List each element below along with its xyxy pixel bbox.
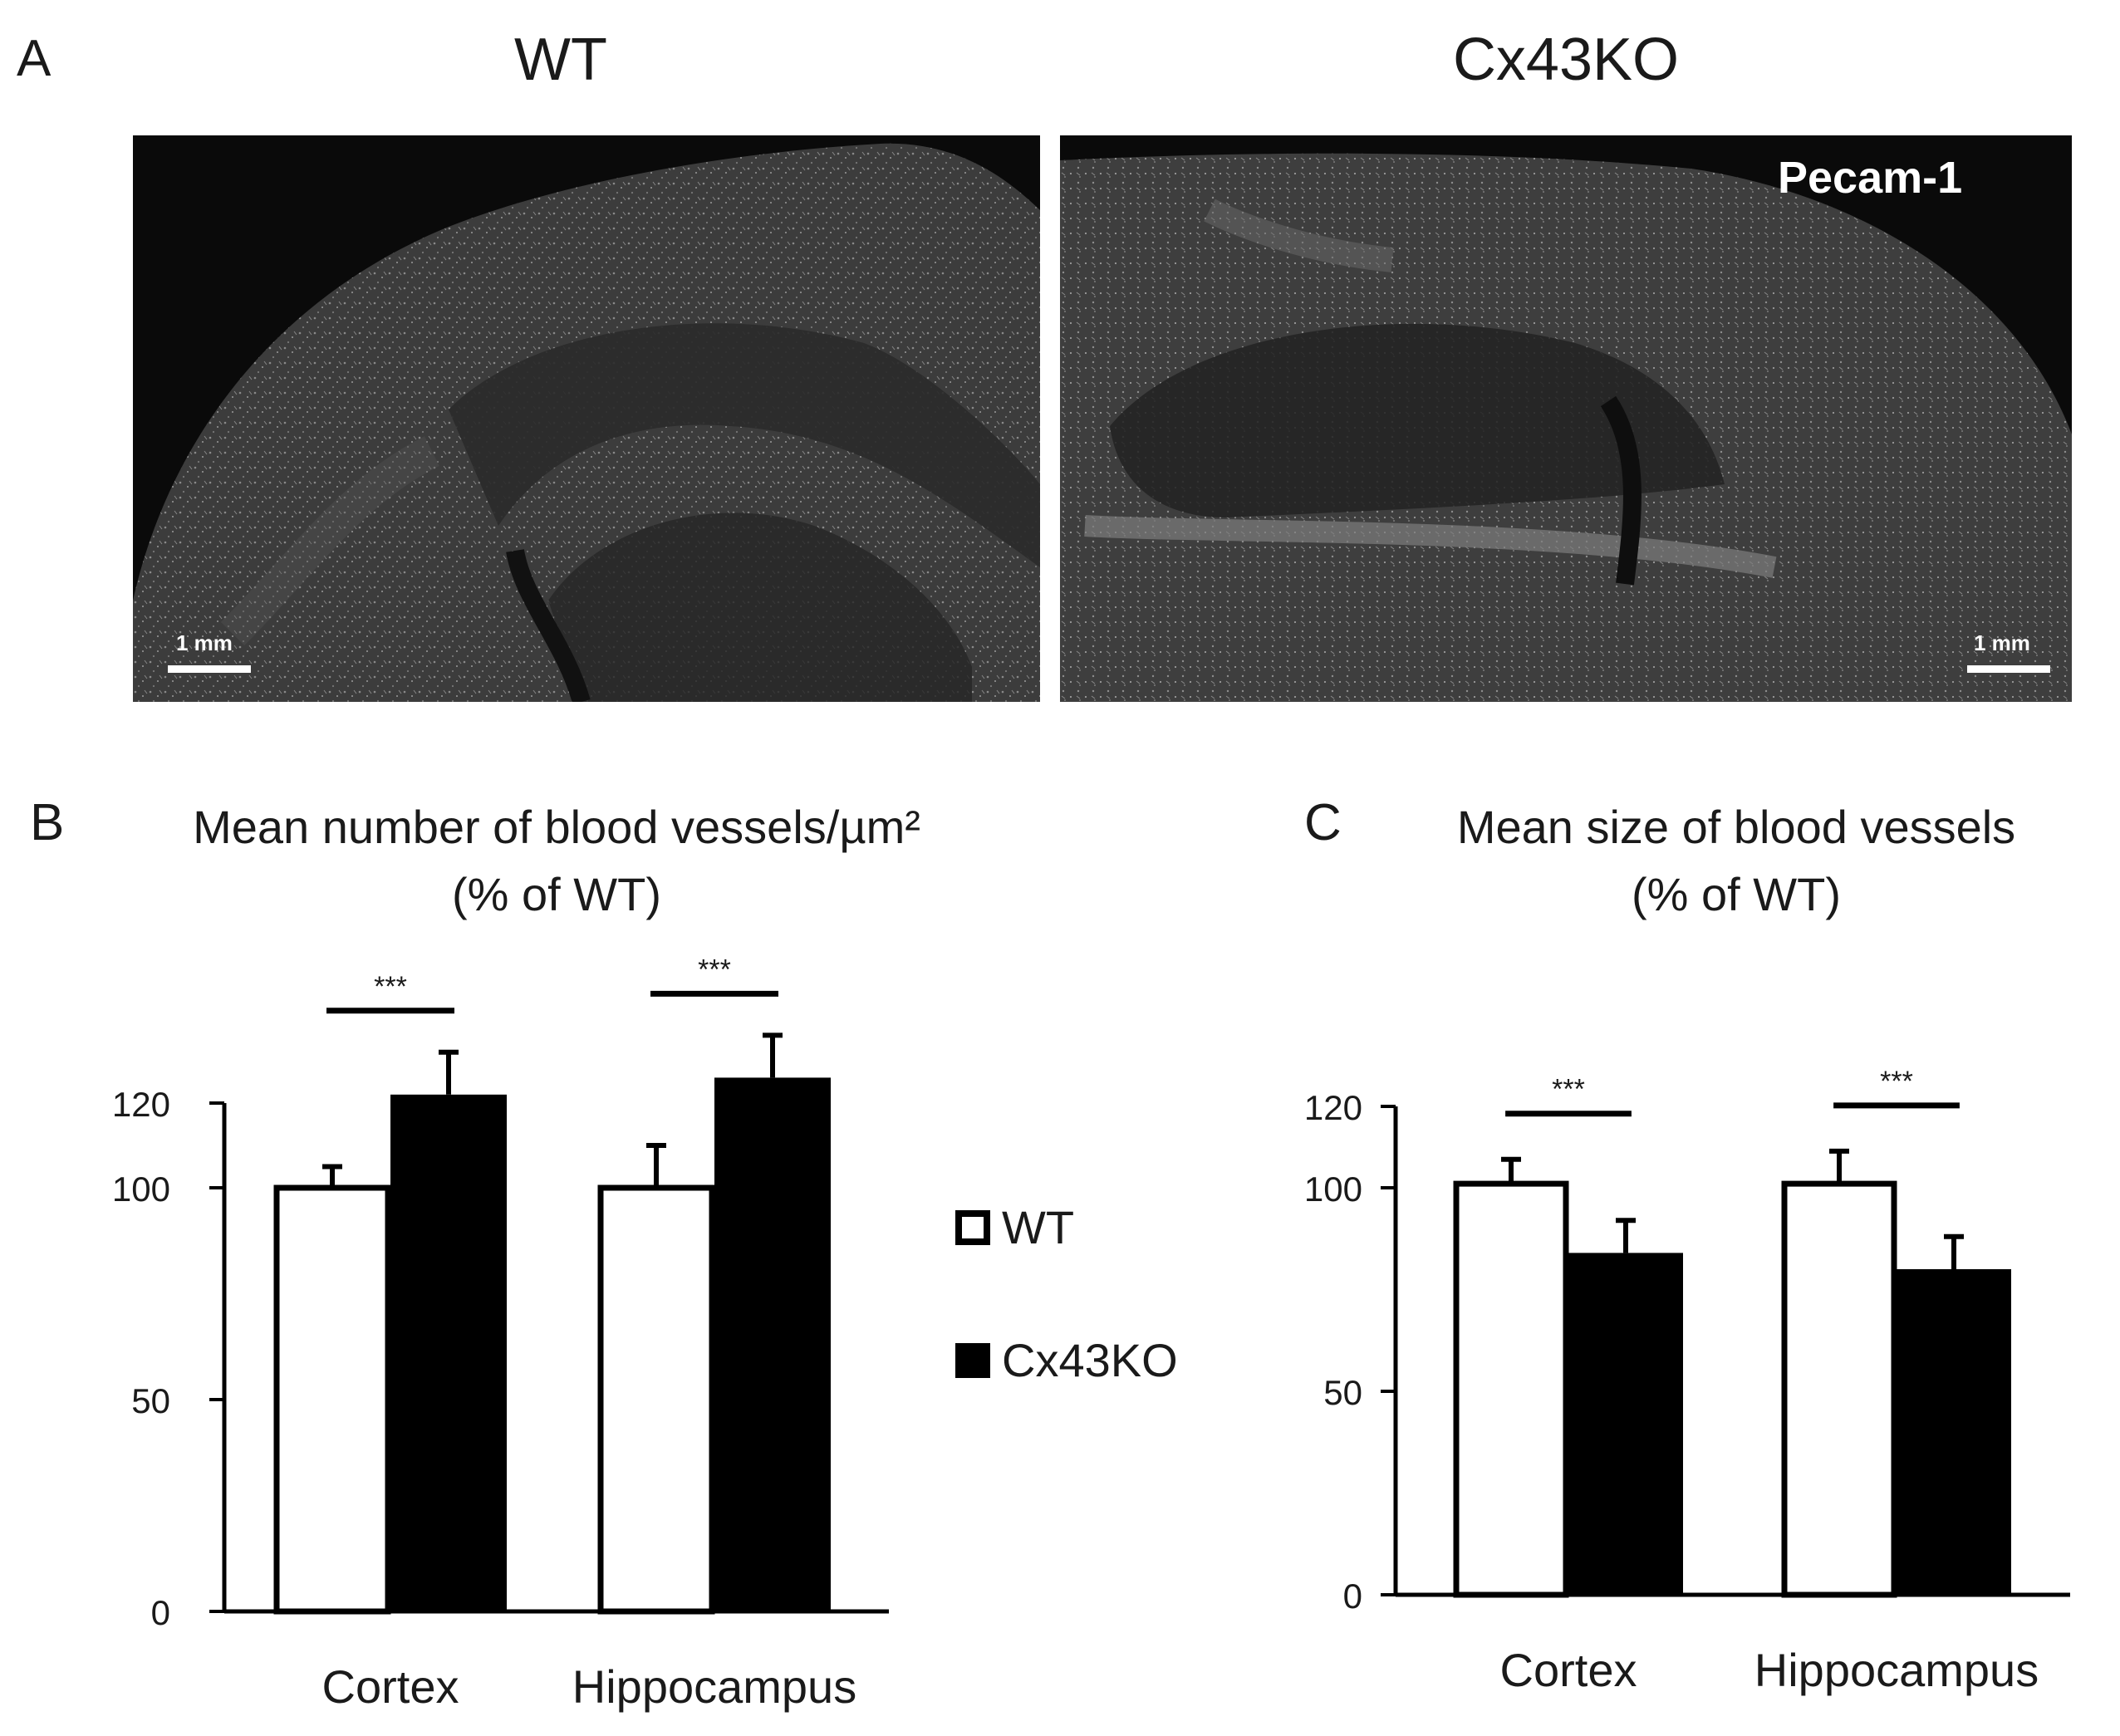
wt-scale-label: 1 mm bbox=[176, 630, 233, 655]
panel-b-letter: B bbox=[30, 794, 65, 851]
chart-c-bar-wt bbox=[1453, 1180, 1569, 1598]
chart-c-bar-cx43ko bbox=[1897, 1269, 2011, 1595]
chart-b-y-tick-label: 100 bbox=[112, 1170, 170, 1209]
chart-b-category-label: Cortex bbox=[322, 1660, 459, 1713]
chart-b-title: Mean number of blood vessels/µm² bbox=[193, 801, 920, 853]
wt-brain-section bbox=[133, 143, 1040, 702]
chart-c-category-label: Hippocampus bbox=[1754, 1644, 2039, 1696]
chart-c-significance-label: *** bbox=[1552, 1074, 1585, 1106]
chart-c-title: Mean size of blood vessels bbox=[1456, 801, 2016, 853]
chart-b-y-tick-label: 120 bbox=[112, 1085, 170, 1124]
legend-label-wt: WT bbox=[1002, 1201, 1075, 1253]
chart-c-title-block: Mean size of blood vessels (% of WT) bbox=[1404, 793, 2068, 928]
wt-scale-bar bbox=[168, 665, 251, 673]
chart-b-significance-label: *** bbox=[374, 971, 407, 1003]
pecam-1-marker-label: Pecam-1 bbox=[1778, 153, 1963, 203]
cx43ko-brain-micrograph: Pecam-1 1 mm bbox=[1060, 135, 2072, 702]
chart-c-y-tick-label: 0 bbox=[1343, 1577, 1362, 1616]
legend: WT Cx43KO bbox=[955, 1200, 1178, 1387]
cx43ko-scale-bar bbox=[1967, 665, 2050, 673]
chart-c-bar-wt bbox=[1781, 1180, 1897, 1598]
cx43ko-brain-section bbox=[1060, 153, 2072, 702]
chart-b-subtitle: (% of WT) bbox=[452, 868, 661, 921]
cx43ko-image-title: Cx43KO bbox=[1452, 27, 1680, 93]
chart-b-bar-cx43ko bbox=[390, 1094, 507, 1611]
chart-c-plot: 0 50 100 120 *** Cortex *** Hippocampus bbox=[1304, 1066, 2070, 1696]
chart-b-significance-label: *** bbox=[698, 954, 731, 985]
legend-item-cx43ko: Cx43KO bbox=[955, 1333, 1178, 1387]
chart-c-y-tick-label: 50 bbox=[1323, 1373, 1362, 1412]
legend-label-cx43ko: Cx43KO bbox=[1002, 1334, 1178, 1386]
panel-a-letter: A bbox=[17, 30, 52, 87]
chart-c-bar-cx43ko bbox=[1568, 1253, 1683, 1595]
chart-b-bar-wt bbox=[273, 1184, 391, 1615]
legend-swatch-wt bbox=[955, 1209, 990, 1245]
chart-c-y-tick-label: 120 bbox=[1304, 1088, 1362, 1127]
panel-c-letter: C bbox=[1304, 794, 1342, 851]
chart-c-subtitle: (% of WT) bbox=[1632, 868, 1841, 921]
chart-b-title-block: Mean number of blood vessels/µm² (% of W… bbox=[125, 793, 989, 928]
chart-c-category-label: Cortex bbox=[1500, 1644, 1637, 1696]
chart-b-y-tick-label: 50 bbox=[131, 1381, 170, 1420]
chart-b-bar-cx43ko bbox=[714, 1077, 831, 1611]
chart-b-category-label: Hippocampus bbox=[572, 1660, 856, 1713]
legend-swatch-cx43ko bbox=[955, 1342, 990, 1378]
chart-b-y-tick-label: 0 bbox=[151, 1593, 170, 1632]
chart-b-bar-wt bbox=[597, 1184, 715, 1615]
legend-item-wt: WT bbox=[955, 1200, 1178, 1254]
chart-c-significance-label: *** bbox=[1880, 1066, 1913, 1097]
wt-image-title: WT bbox=[514, 27, 607, 93]
cx43ko-scale-label: 1 mm bbox=[1974, 630, 2030, 655]
wt-brain-micrograph: 1 mm bbox=[133, 135, 1040, 702]
chart-b-plot: 0 50 100 120 *** Cortex *** Hippocampus bbox=[112, 954, 889, 1713]
chart-c-y-tick-label: 100 bbox=[1304, 1170, 1362, 1209]
